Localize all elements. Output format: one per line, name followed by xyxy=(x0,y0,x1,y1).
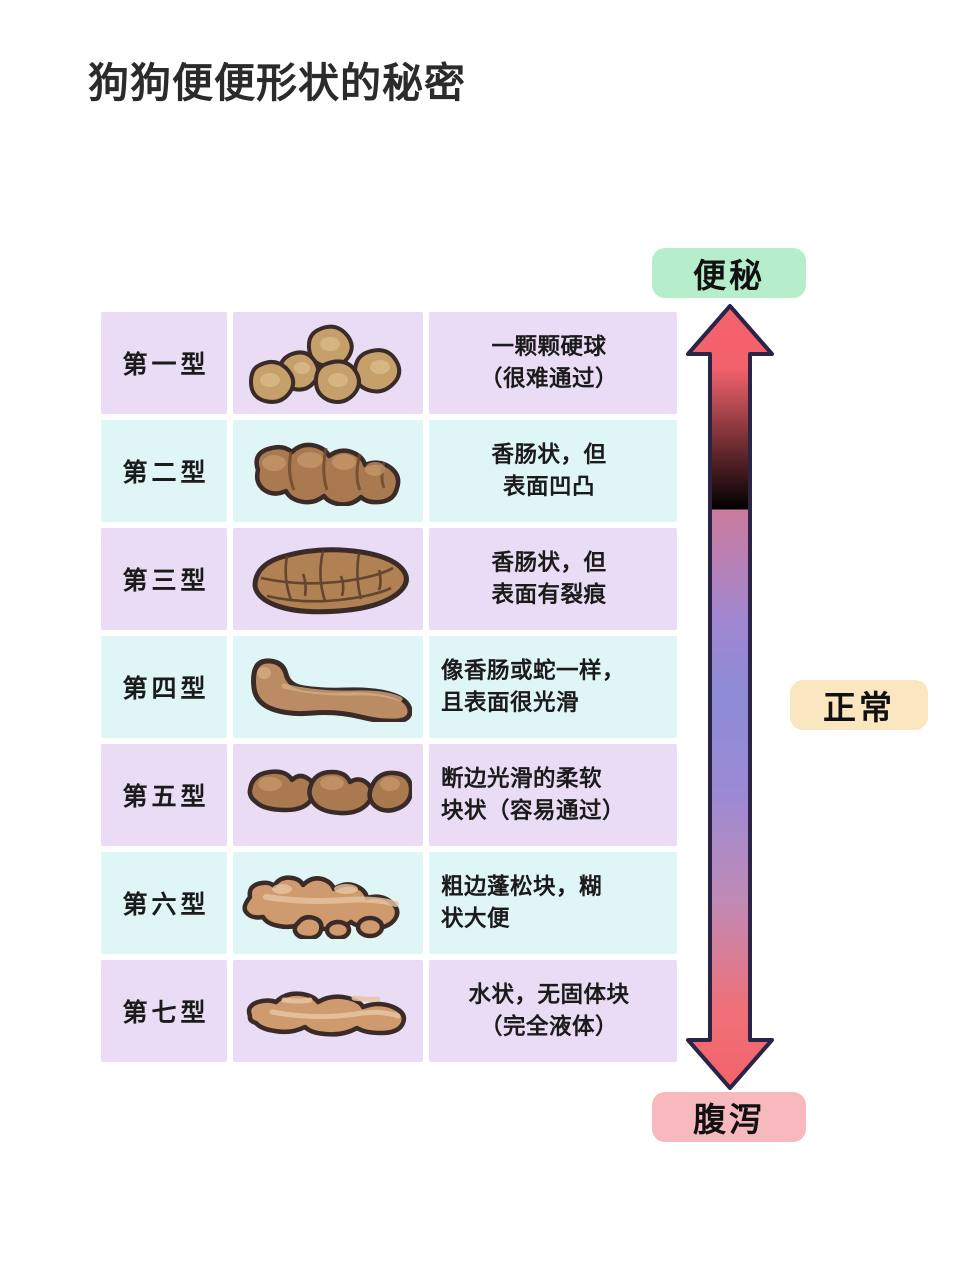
stool-type-cell: 第二型 xyxy=(101,420,227,522)
double-headed-vertical-arrow-icon xyxy=(684,302,776,1092)
table-row: 第七型 水状，无固体块（完全液体） xyxy=(101,960,677,1062)
stool-desc-label: 水状，无固体块（完全液体） xyxy=(468,982,630,1039)
lumpy-sausage-icon xyxy=(233,420,423,522)
severity-scale: 便秘 xyxy=(640,240,960,1150)
stool-figure-cell xyxy=(233,852,423,954)
stool-type-label: 第二型 xyxy=(122,459,210,487)
status-badge-diarrhea: 腹泻 xyxy=(652,1092,806,1142)
stool-figure-cell xyxy=(233,744,423,846)
stool-desc-cell: 香肠状，但表面有裂痕 xyxy=(429,528,677,630)
stool-desc-cell: 一颗颗硬球（很难通过） xyxy=(429,312,677,414)
stool-desc-label: 像香肠或蛇一样，且表面很光滑 xyxy=(441,658,626,715)
stool-desc-cell: 像香肠或蛇一样，且表面很光滑 xyxy=(429,636,677,738)
stool-type-label: 第六型 xyxy=(122,891,210,919)
stool-desc-label: 一颗颗硬球（很难通过） xyxy=(479,334,618,391)
stool-type-cell: 第七型 xyxy=(101,960,227,1062)
stool-type-label: 第一型 xyxy=(122,351,210,379)
stool-type-label: 第七型 xyxy=(122,999,210,1027)
table-row: 第五型 xyxy=(101,744,677,846)
stool-desc-label: 粗边蓬松块，糊状大便 xyxy=(441,874,603,931)
table-row: 第三型 xyxy=(101,528,677,630)
page-title: 狗狗便便形状的秘密 xyxy=(88,60,466,106)
stool-figure-cell xyxy=(233,636,423,738)
stool-desc-label: 香肠状，但表面有裂痕 xyxy=(491,550,607,607)
stool-figure-cell xyxy=(233,312,423,414)
stool-desc-cell: 粗边蓬松块，糊状大便 xyxy=(429,852,677,954)
watery-liquid-icon xyxy=(233,960,423,1062)
stool-type-cell: 第六型 xyxy=(101,852,227,954)
soft-blobs-icon xyxy=(233,744,423,846)
table-row: 第四型 像香肠或蛇一样，且表面很光滑 xyxy=(101,636,677,738)
stool-type-label: 第四型 xyxy=(122,675,210,703)
stool-desc-label: 香肠状，但表面凹凸 xyxy=(491,442,607,499)
hard-lumps-icon xyxy=(233,312,423,414)
stool-figure-cell xyxy=(233,420,423,522)
status-badge-constipation: 便秘 xyxy=(652,248,806,298)
stool-desc-label: 断边光滑的柔软块状（容易通过） xyxy=(441,766,626,823)
stool-figure-cell xyxy=(233,960,423,1062)
stool-desc-cell: 香肠状，但表面凹凸 xyxy=(429,420,677,522)
mushy-fluffy-icon xyxy=(233,852,423,954)
stool-type-cell: 第一型 xyxy=(101,312,227,414)
cracked-sausage-icon xyxy=(233,528,423,630)
stool-type-label: 第五型 xyxy=(122,783,210,811)
stool-desc-cell: 断边光滑的柔软块状（容易通过） xyxy=(429,744,677,846)
stool-type-cell: 第四型 xyxy=(101,636,227,738)
stool-figure-cell xyxy=(233,528,423,630)
stool-type-cell: 第五型 xyxy=(101,744,227,846)
table-row: 第一型 xyxy=(101,312,677,414)
stool-type-cell: 第三型 xyxy=(101,528,227,630)
table-row: 第二型 xyxy=(101,420,677,522)
stool-desc-cell: 水状，无固体块（完全液体） xyxy=(429,960,677,1062)
status-badge-normal: 正常 xyxy=(790,680,928,730)
stool-type-label: 第三型 xyxy=(122,567,210,595)
table-row: 第六型 xyxy=(101,852,677,954)
stool-chart-table: 第一型 xyxy=(101,312,677,1062)
smooth-snake-icon xyxy=(233,636,423,738)
